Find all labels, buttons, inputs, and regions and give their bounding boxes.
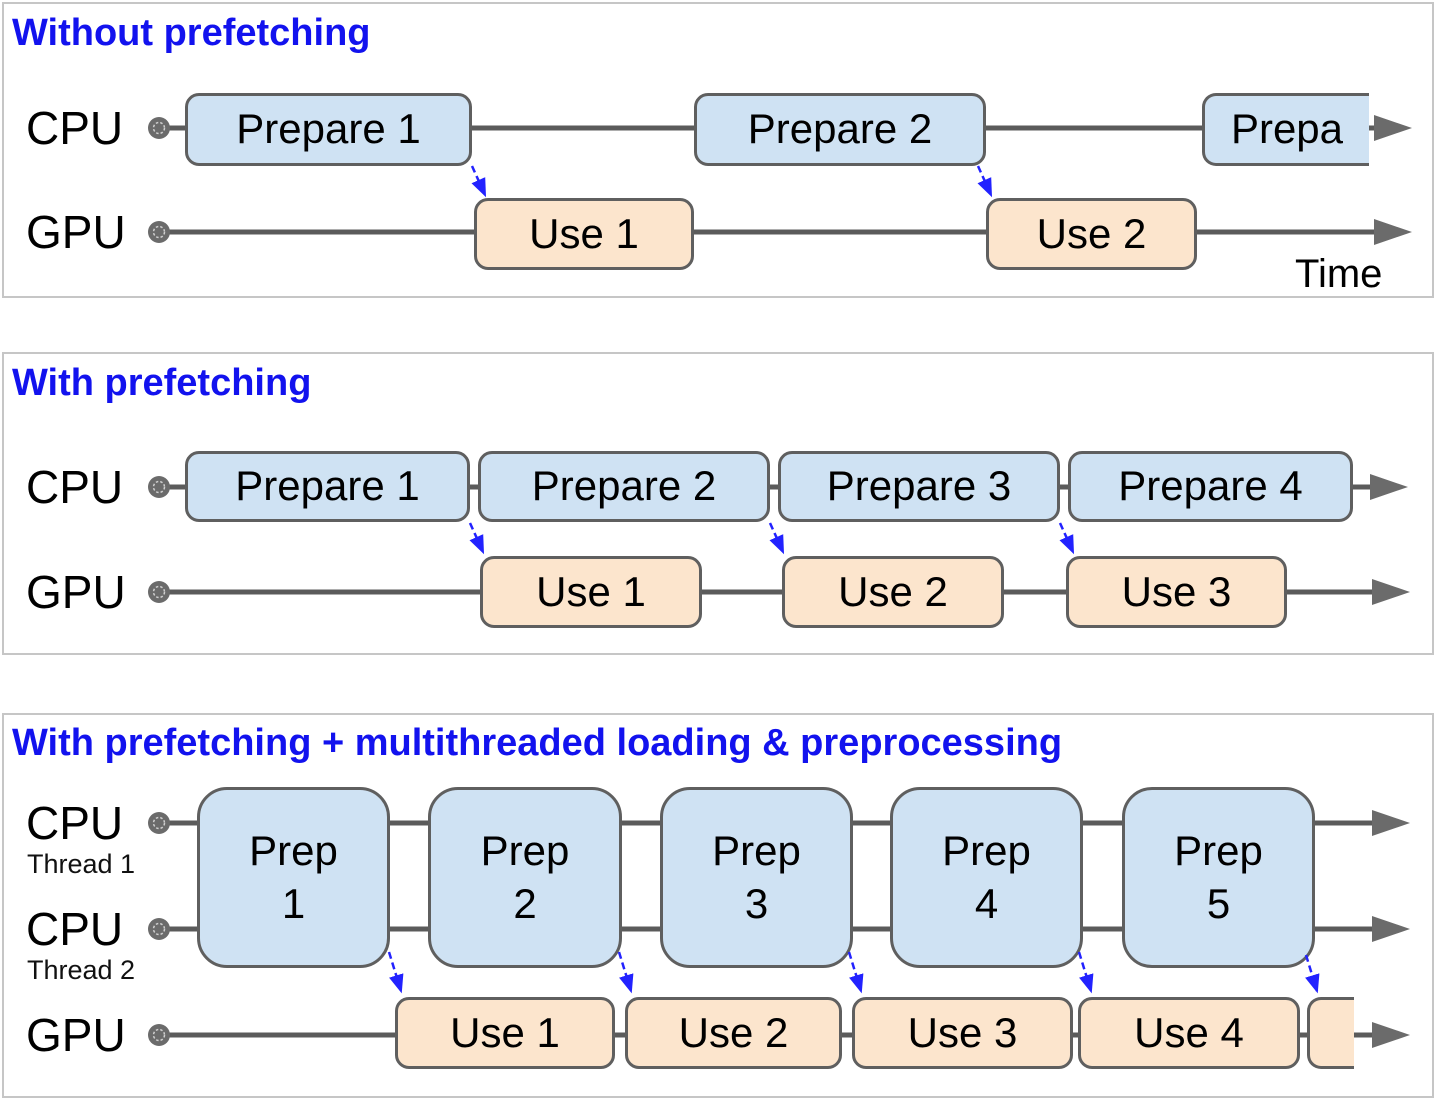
p1-time-axis-label: Time xyxy=(1295,252,1383,296)
p1-gpu-label: GPU xyxy=(26,206,126,258)
p3-prep-box-3: Prep 3 xyxy=(660,787,853,968)
p2-prepare-box-2: Prepare 2 xyxy=(478,451,770,522)
p3-prep-box-1-num: 1 xyxy=(281,879,306,927)
p3-prep-box-5-word: Prep xyxy=(1174,827,1263,874)
p3-use-box-5-clipped xyxy=(1307,997,1354,1069)
p3-thread1-sublabel: Thread 1 xyxy=(27,849,136,879)
p3-cpu-thread1-label: CPU xyxy=(26,797,124,849)
p3-prep-box-4-word: Prep xyxy=(942,827,1031,874)
p2-gpu-label: GPU xyxy=(26,566,126,618)
p3-use-box-4: Use 4 xyxy=(1078,997,1300,1069)
p2-use-box-3: Use 3 xyxy=(1066,556,1287,628)
p3-cpu-thread2-label: CPU xyxy=(26,903,124,955)
p3-prep-box-1-word: Prep xyxy=(249,827,338,874)
p3-prep-box-1: Prep 1 xyxy=(197,787,390,968)
p3-gpu-label: GPU xyxy=(26,1009,126,1061)
p3-prep-box-4: Prep 4 xyxy=(890,787,1083,968)
p2-use-box-2: Use 2 xyxy=(782,556,1004,628)
p3-prep-box-3-word: Prep xyxy=(712,827,801,874)
p3-prep-box-2: Prep 2 xyxy=(428,787,622,968)
p3-prep-box-2-num: 2 xyxy=(513,879,537,927)
p2-cpu-label: CPU xyxy=(26,461,124,513)
p2-title: With prefetching xyxy=(12,362,312,404)
p2-prepare-box-3: Prepare 3 xyxy=(778,451,1060,522)
p1-cpu-label: CPU xyxy=(26,102,124,154)
p2-use-box-1: Use 1 xyxy=(480,556,702,628)
p3-use-box-1: Use 1 xyxy=(395,997,615,1069)
p1-prepare-box-3-clipped: Prepa xyxy=(1202,93,1369,166)
p1-use-box-1: Use 1 xyxy=(474,198,694,270)
p3-prep-box-5-num: 5 xyxy=(1206,879,1231,927)
p3-use-box-3: Use 3 xyxy=(852,997,1073,1069)
p3-title: With prefetching + multithreaded loading… xyxy=(12,722,1063,764)
p2-prepare-box-4: Prepare 4 xyxy=(1068,451,1353,522)
p3-prep-box-3-num: 3 xyxy=(744,879,769,927)
p3-prep-box-2-word: Prep xyxy=(480,827,570,874)
p1-use-box-2: Use 2 xyxy=(986,198,1197,270)
p1-prepare-box-1: Prepare 1 xyxy=(185,93,472,166)
p3-prep-box-5: Prep 5 xyxy=(1122,787,1315,968)
p2-prepare-box-1: Prepare 1 xyxy=(185,451,470,522)
p3-use-box-2: Use 2 xyxy=(625,997,842,1069)
p1-title: Without prefetching xyxy=(12,12,371,54)
p3-thread2-sublabel: Thread 2 xyxy=(27,955,136,985)
p3-prep-box-4-num: 4 xyxy=(974,879,999,927)
p1-prepare-box-2: Prepare 2 xyxy=(694,93,986,166)
